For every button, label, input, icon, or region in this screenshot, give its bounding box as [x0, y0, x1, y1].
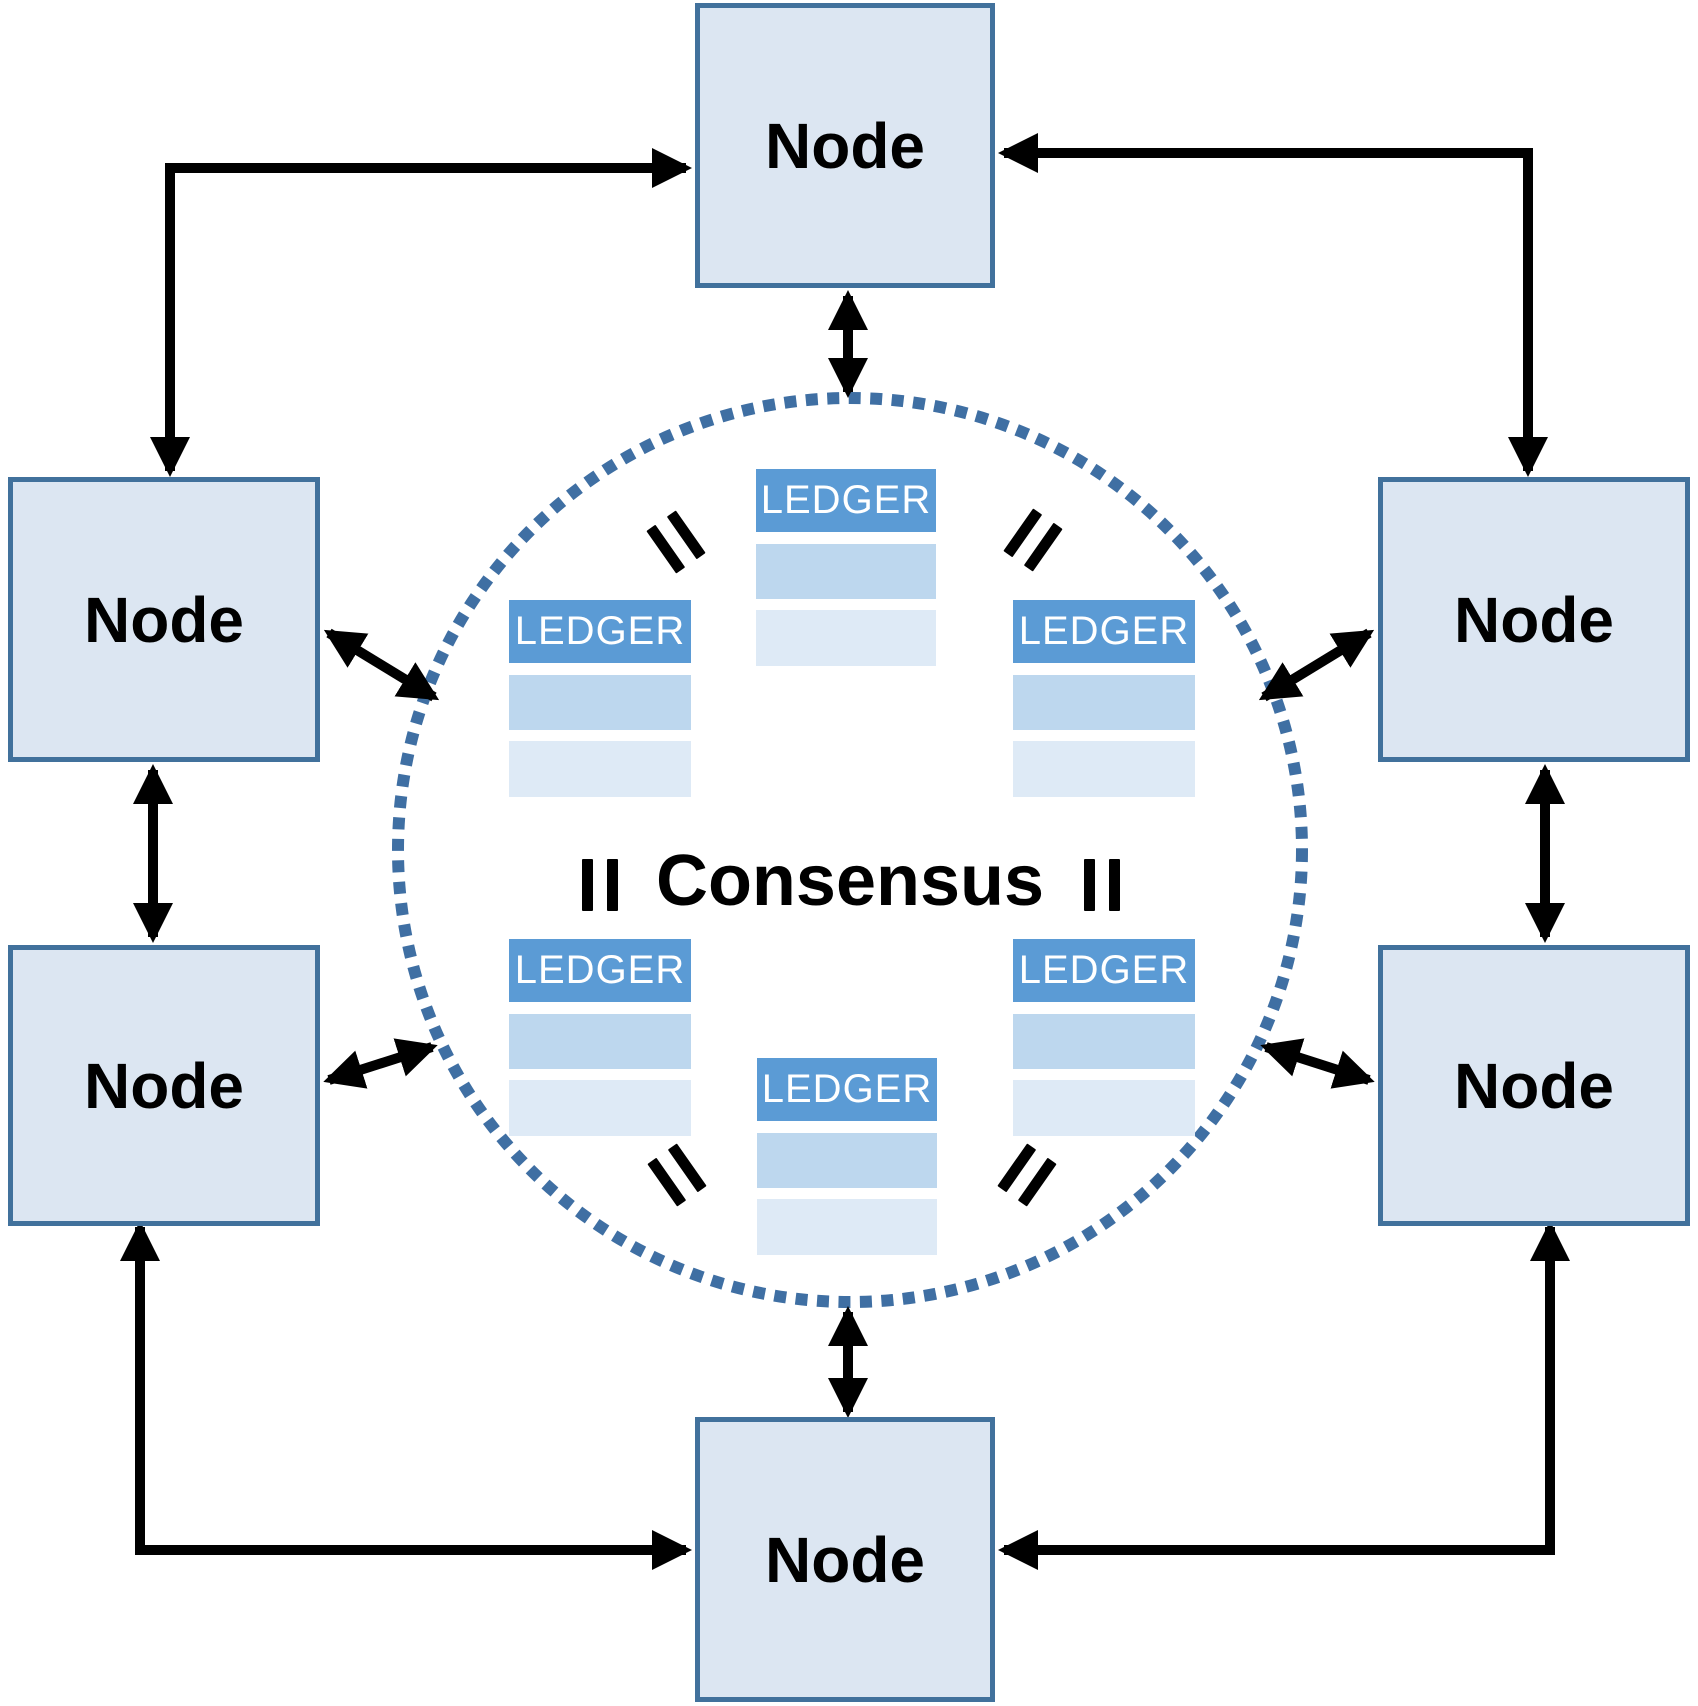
- node-label: Node: [84, 583, 244, 656]
- arrow-left-upper-top-node: [150, 148, 692, 477]
- ledger-row: [509, 1014, 691, 1069]
- arrow-left-upper-circle: [323, 628, 440, 702]
- arrow-right-lower-circle: [1260, 1038, 1375, 1089]
- node-label: Node: [1454, 1049, 1614, 1122]
- node-box-left-upper: Node: [8, 477, 320, 762]
- node-box-top: Node: [695, 3, 995, 288]
- node-label: Node: [84, 1049, 244, 1122]
- ledger-row: [1013, 1014, 1195, 1069]
- arrow-left-lower-bottom-node: [120, 1221, 692, 1570]
- consensus-dotted-circle: [392, 392, 1308, 1308]
- ledger-header: LEDGER: [756, 469, 936, 532]
- ledger-row: [509, 1080, 691, 1136]
- ledger-header: LEDGER: [509, 600, 691, 663]
- node-label: Node: [765, 1523, 925, 1596]
- ledger-header: LEDGER: [757, 1058, 937, 1121]
- ledger-header: LEDGER: [509, 939, 691, 1002]
- ledger-header: LEDGER: [1013, 939, 1195, 1002]
- ledger-upper-left: LEDGER: [509, 600, 691, 797]
- node-box-right-lower: Node: [1378, 945, 1690, 1226]
- node-box-left-lower: Node: [8, 945, 320, 1226]
- ledger-row: [1013, 1080, 1195, 1136]
- ledger-bottom-center: LEDGER: [757, 1058, 937, 1255]
- ledger-top-center: LEDGER: [756, 469, 936, 666]
- ledger-header: LEDGER: [1013, 600, 1195, 663]
- ledger-lower-right: LEDGER: [1013, 939, 1195, 1136]
- ledger-row: [509, 675, 691, 730]
- node-box-bottom: Node: [695, 1417, 995, 1702]
- ledger-row: [757, 1133, 937, 1188]
- arrow-right-upper-circle: [1258, 628, 1375, 702]
- node-label: Node: [1454, 583, 1614, 656]
- ledger-row: [1013, 741, 1195, 797]
- node-box-right-upper: Node: [1378, 477, 1690, 762]
- arrow-top-node-right-upper: [998, 133, 1548, 477]
- ledger-row: [1013, 675, 1195, 730]
- consensus-title: Consensus: [655, 841, 1045, 921]
- arrow-left-lower-circle: [323, 1038, 438, 1089]
- ledger-lower-left: LEDGER: [509, 939, 691, 1136]
- arrow-right-lower-bottom-node: [998, 1221, 1570, 1570]
- node-label: Node: [765, 109, 925, 182]
- ledger-upper-right: LEDGER: [1013, 600, 1195, 797]
- ledger-row: [756, 544, 936, 599]
- ledger-row: [757, 1199, 937, 1255]
- ledger-row: [509, 741, 691, 797]
- ledger-row: [756, 610, 936, 666]
